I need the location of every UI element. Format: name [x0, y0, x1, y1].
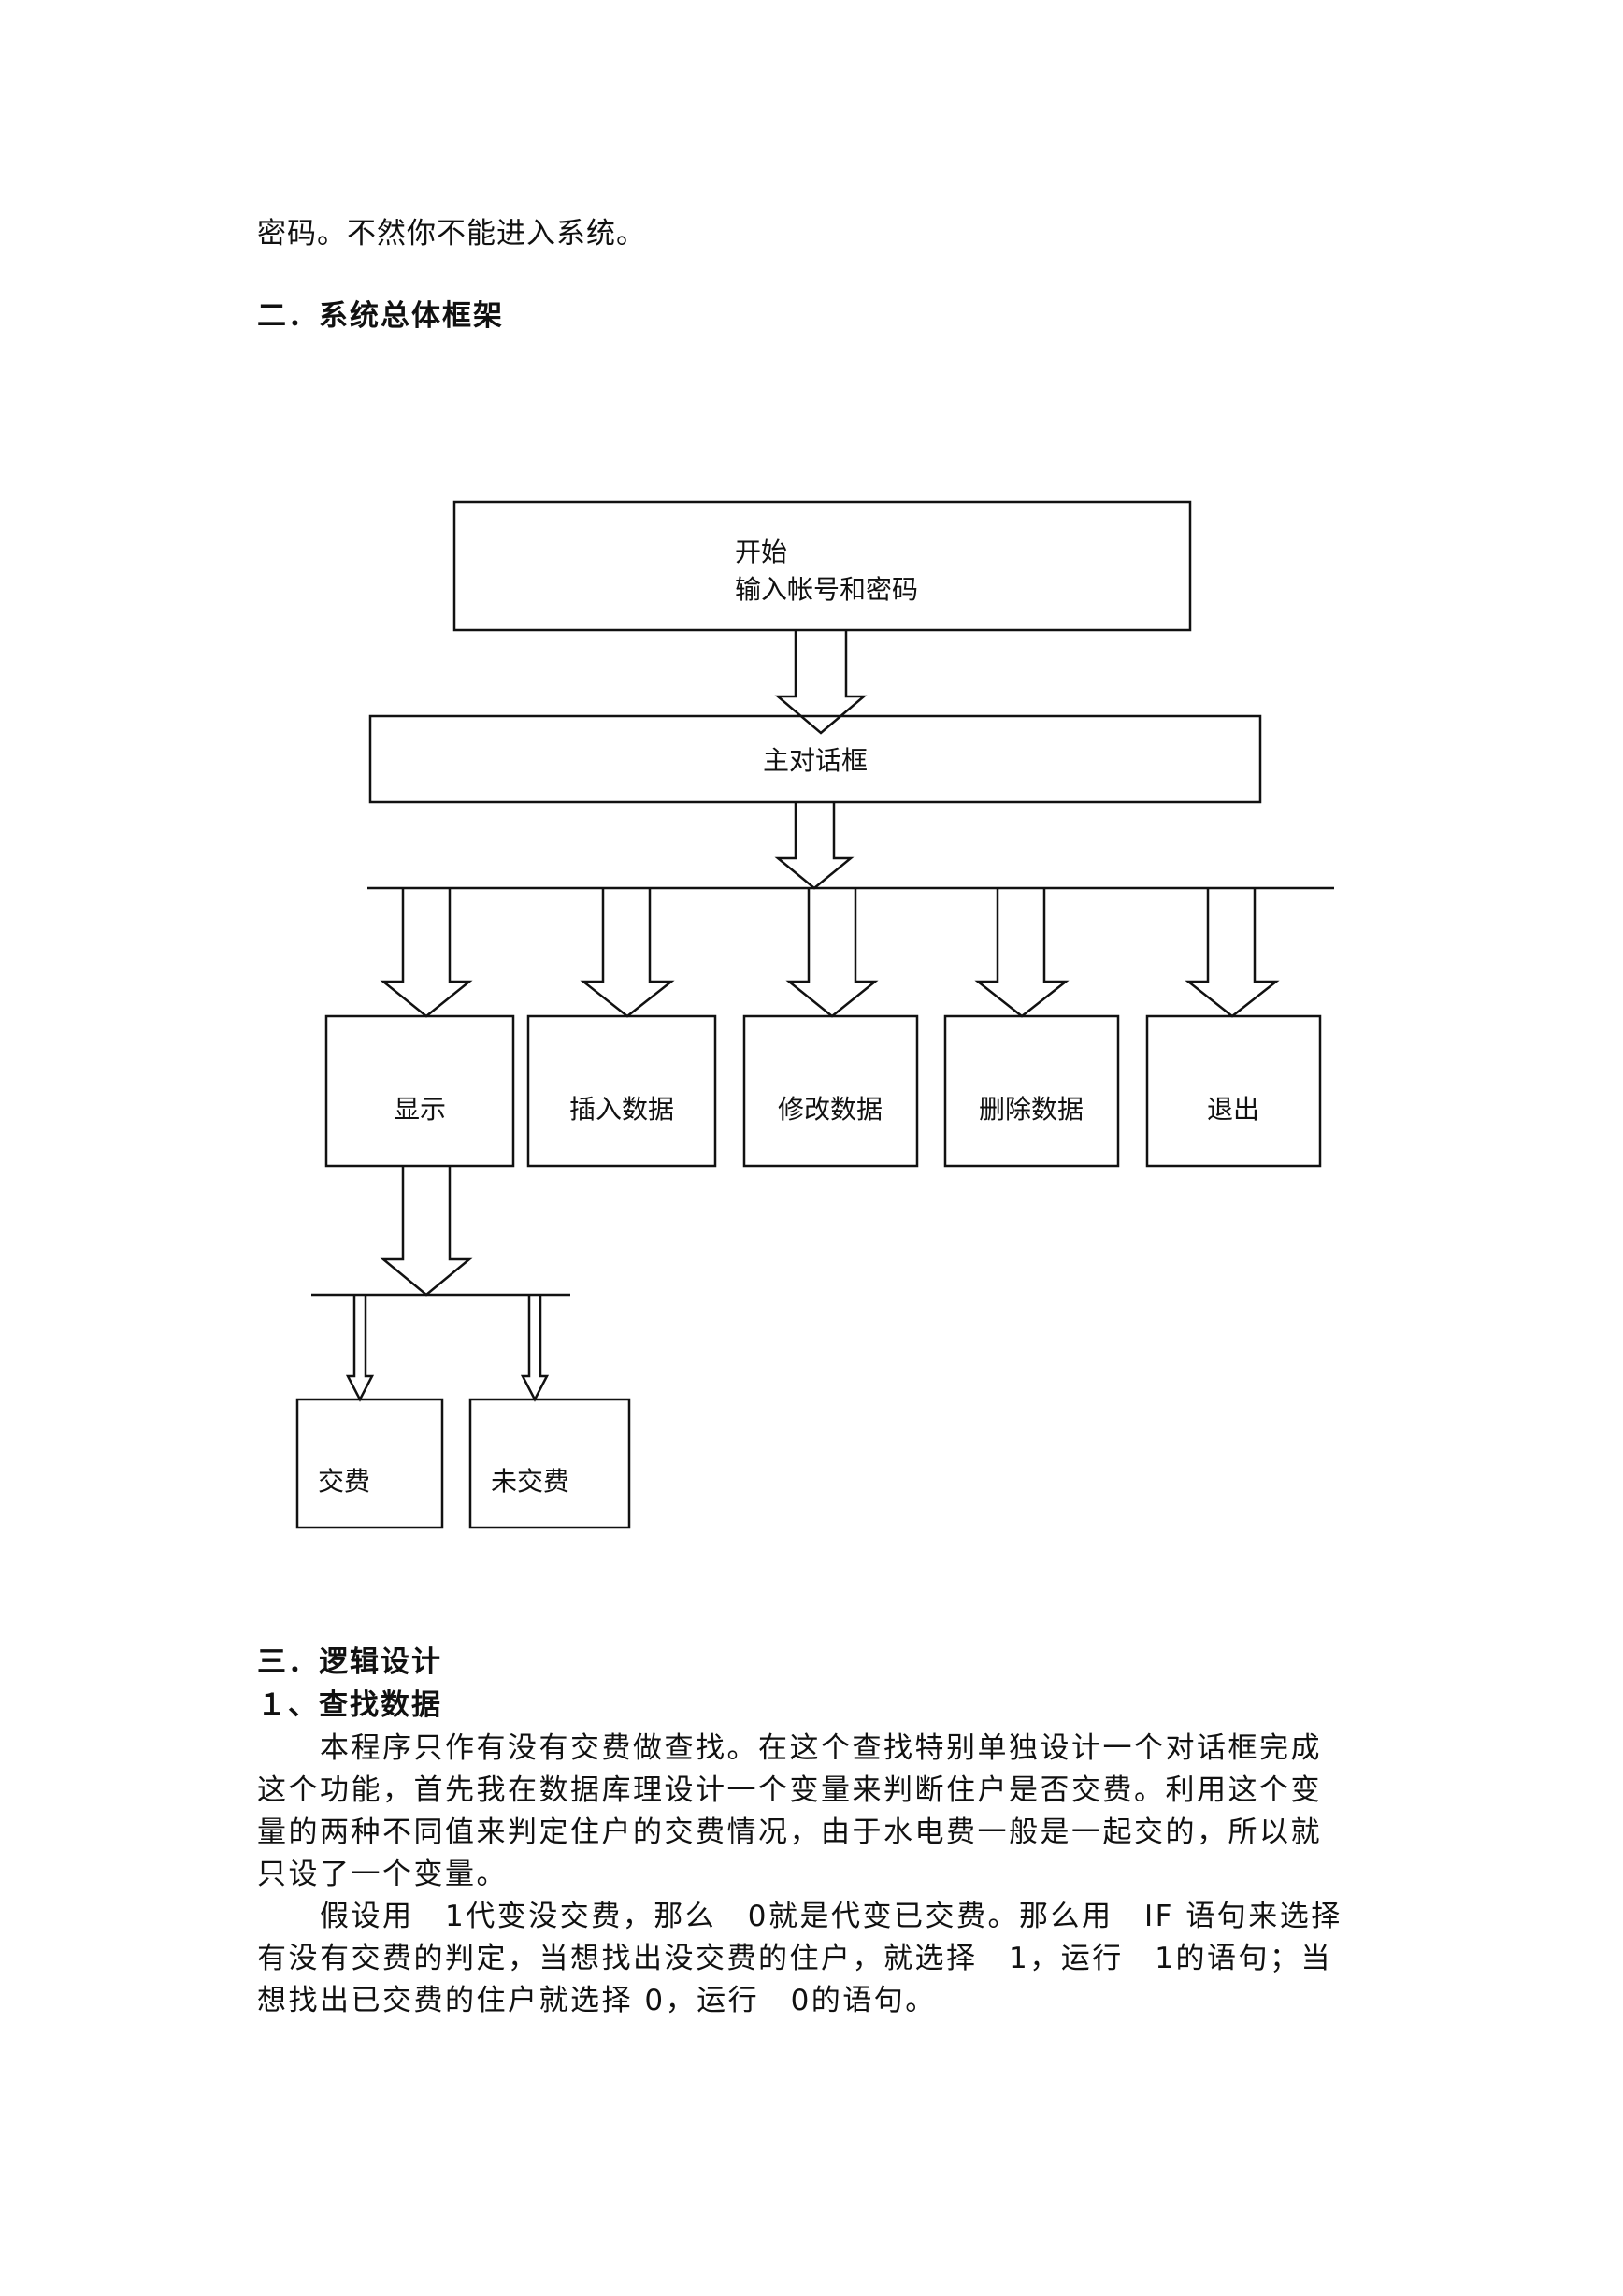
main-dialog-box [368, 714, 1262, 804]
paragraph-line: 本程序只作有没有交费做查找。在这个查找特别单独设计一个对话框完成 [257, 1731, 1322, 1765]
paragraph-line: 有没有交费的判定，当想找出没交费的住户，就选择 1，运行 1的语句；当 [257, 1942, 1332, 1975]
arrow-to-delete [974, 888, 1070, 1018]
arrow-start-to-main [774, 630, 868, 735]
diagram-child-paid: 交费 [318, 1466, 370, 1497]
body-paragraph-2: 假设用 1代变没交费，那么 0就是代变已交费。那么用 IF 语句来选择 有没有交… [257, 1896, 1379, 2022]
intro-line: 密码。不然你不能进入系统。 [257, 217, 646, 251]
arrow-display-to-bus [380, 1166, 473, 1297]
diagram-function-modify: 修改数据 [778, 1094, 883, 1125]
arrow-to-exit [1185, 888, 1280, 1018]
body-paragraph-1: 本程序只作有没有交费做查找。在这个查找特别单独设计一个对话框完成 这个功能，首先… [257, 1728, 1379, 1896]
diagram-child-unpaid: 未交费 [491, 1466, 569, 1497]
arrow-to-unpaid [520, 1295, 550, 1402]
diagram-login-label: 输入帐号和密码 [735, 574, 918, 605]
function-box-modify [742, 1014, 919, 1168]
paragraph-line: 量的两种不同值来判定住户的交费情况，由于水电费一般是一起交的，所以就 [257, 1815, 1322, 1849]
arrow-to-paid [345, 1295, 375, 1402]
section3-heading: 三．逻辑设计 [257, 1645, 442, 1679]
arrow-main-to-bus [774, 802, 855, 890]
subsection1-heading: １、查找数据 [257, 1688, 442, 1722]
diagram-main-dialog-label: 主对话框 [763, 745, 868, 776]
paragraph-line: 只设了一个变量。 [257, 1858, 508, 1891]
start-box [452, 500, 1192, 632]
child-box-unpaid [468, 1398, 631, 1529]
child-box-paid [295, 1398, 444, 1529]
paragraph-line: 假设用 1代变没交费，那么 0就是代变已交费。那么用 IF 语句来选择 [257, 1900, 1343, 1933]
function-box-exit [1145, 1014, 1322, 1168]
diagram-function-exit: 退出 [1207, 1094, 1259, 1125]
diagram-function-insert: 插入数据 [569, 1094, 674, 1125]
function-box-delete [943, 1014, 1120, 1168]
arrow-to-display [380, 888, 473, 1018]
diagram-function-display: 显示 [394, 1094, 446, 1125]
section2-heading: 二．系统总体框架 [257, 299, 504, 333]
arrow-to-modify [785, 888, 879, 1018]
arrow-to-insert [580, 888, 675, 1018]
diagram-function-delete: 删除数据 [979, 1094, 1084, 1125]
function-box-display [324, 1014, 515, 1168]
function-box-insert [526, 1014, 717, 1168]
diagram-start-label: 开始 [735, 537, 787, 567]
paragraph-line: 这个功能，首先我在数据库理设计一个变量来判断住户是否交费。利用这个变 [257, 1773, 1322, 1807]
paragraph-line: 想找出已交费的住户就选择 0，运行 0的语句。 [257, 1984, 937, 2017]
